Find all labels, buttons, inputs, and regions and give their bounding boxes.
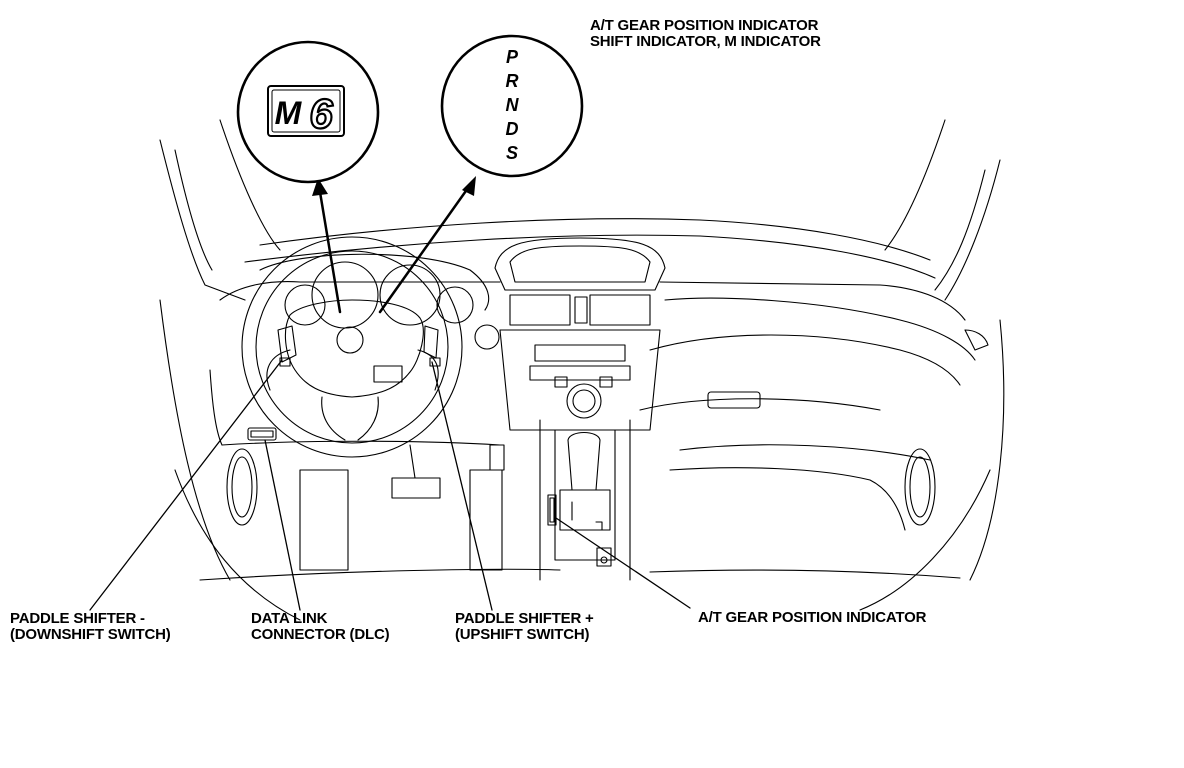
leader-paddle-minus	[89, 359, 283, 611]
m-indicator-digit: 6	[309, 90, 333, 137]
arrow-to-m-indicator	[318, 190, 342, 314]
arrowhead-left	[312, 178, 328, 196]
callout-paddle-plus-line-1: PADDLE SHIFTER +	[455, 610, 594, 627]
title-line-1: A/T GEAR POSITION INDICATOR	[590, 17, 819, 34]
leader-paddle-plus	[431, 361, 493, 611]
gear-letter-p: P	[506, 47, 519, 67]
paddle-shifter-minus[interactable]	[277, 325, 297, 367]
data-link-connector[interactable]	[247, 427, 277, 441]
at-gear-position-indicator	[547, 494, 557, 526]
leader-dlc	[264, 439, 301, 611]
inset-arrows	[318, 186, 470, 314]
m-indicator-inset: M 6	[236, 40, 380, 184]
leader-lines	[89, 359, 691, 611]
steering-wheel[interactable]	[241, 236, 463, 458]
diagram-title: A/T GEAR POSITION INDICATOR SHIFT INDICA…	[590, 18, 821, 50]
m-indicator-letter: M	[275, 95, 303, 131]
paddle-shifter-plus[interactable]	[423, 325, 441, 367]
gear-letter-d: D	[506, 119, 519, 139]
callout-dlc-line-1: DATA LINK	[251, 610, 328, 627]
callout-paddle-shifter-minus: PADDLE SHIFTER - (DOWNSHIFT SWITCH)	[10, 611, 171, 643]
callout-dlc: DATA LINK CONNECTOR (DLC)	[251, 610, 390, 643]
gear-letter-n: N	[506, 95, 520, 115]
callout-at-indicator-line-1: A/T GEAR POSITION INDICATOR	[698, 609, 927, 626]
pedals	[299, 444, 505, 571]
callout-dlc-line-2: CONNECTOR (DLC)	[251, 626, 390, 643]
arrowhead-right	[462, 176, 476, 196]
side-vent-right	[964, 329, 989, 351]
right-air-vent	[904, 448, 936, 526]
callout-paddle-minus-line-1: PADDLE SHIFTER -	[10, 610, 145, 627]
callout-paddle-plus-line-2: (UPSHIFT SWITCH)	[455, 626, 590, 643]
callout-paddle-minus-line-2: (DOWNSHIFT SWITCH)	[10, 626, 171, 643]
glovebox	[707, 391, 761, 409]
dashboard-top	[209, 281, 976, 531]
callout-at-gear-position-indicator: A/T GEAR POSITION INDICATOR	[698, 610, 926, 626]
leader-at-indicator	[555, 517, 691, 609]
cabin-outline	[159, 119, 1005, 621]
gear-letter-r: R	[506, 71, 519, 91]
console-switch[interactable]	[595, 521, 612, 567]
center-console	[494, 237, 666, 581]
gear-letter-s: S	[506, 143, 518, 163]
callout-paddle-shifter-plus: PADDLE SHIFTER + (UPSHIFT SWITCH)	[455, 611, 594, 643]
gear-shifter[interactable]	[559, 431, 611, 531]
left-air-vent	[226, 448, 258, 526]
arrow-to-gear-indicator	[378, 186, 470, 314]
title-line-2: SHIFT INDICATOR, M INDICATOR	[590, 33, 821, 50]
